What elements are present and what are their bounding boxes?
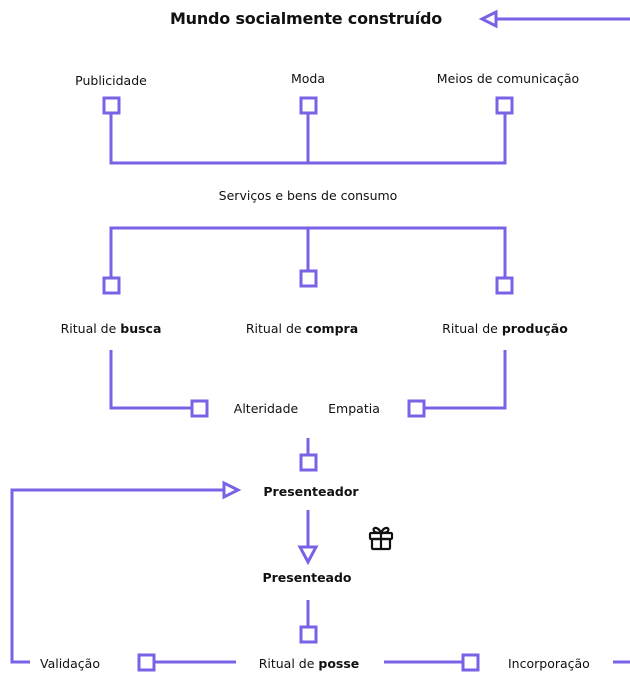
validacao-loop [10, 488, 224, 664]
title-arrowhead [478, 9, 498, 29]
label-ritual-producao: Ritual de produção [442, 321, 568, 337]
ritual-bracket [109, 226, 507, 278]
label-empatia: Empatia [328, 401, 380, 416]
gift-icon [368, 526, 394, 551]
ritual-prefix: Ritual de [258, 656, 319, 671]
node-busca [102, 276, 121, 295]
node-moda [299, 96, 318, 115]
top-bracket [109, 113, 507, 165]
label-moda: Moda [290, 71, 326, 86]
node-incorporacao [461, 653, 480, 672]
ritual-keyword: posse [318, 656, 360, 671]
presenteado-arrowhead [297, 545, 319, 566]
label-servicos: Serviços e bens de consumo [218, 188, 398, 203]
ritual-prefix: Ritual de [60, 321, 121, 336]
node-alteridade [190, 399, 209, 418]
node-compra [299, 269, 318, 288]
node-producao [495, 276, 514, 295]
node-validacao [137, 653, 156, 672]
label-meios-comunicacao: Meios de comunicação [436, 71, 580, 86]
producao-link [424, 350, 507, 410]
label-incorporacao: Incorporação [508, 656, 590, 671]
presenteador-arrowhead [222, 480, 242, 500]
label-presenteado: Presenteado [262, 570, 352, 585]
label-validacao: Validação [40, 656, 100, 671]
label-publicidade: Publicidade [75, 73, 147, 88]
diagram-title: Mundo socialmente construído [169, 9, 443, 28]
label-presenteador: Presenteador [263, 484, 359, 499]
node-meios [495, 96, 514, 115]
ritual-keyword: produção [501, 321, 568, 336]
label-ritual-posse: Ritual de posse [259, 656, 360, 672]
node-posse [299, 625, 318, 644]
node-empatia [407, 399, 426, 418]
label-ritual-busca: Ritual de busca [61, 321, 162, 337]
ritual-prefix: Ritual de [442, 321, 502, 336]
label-alteridade: Alteridade [233, 401, 299, 416]
busca-link [109, 350, 192, 410]
ritual-keyword: compra [305, 321, 359, 336]
label-ritual-compra: Ritual de compra [246, 321, 358, 337]
ritual-keyword: busca [120, 321, 162, 336]
ritual-prefix: Ritual de [245, 321, 306, 336]
node-presenteador [299, 453, 318, 472]
node-publicidade [102, 96, 121, 115]
